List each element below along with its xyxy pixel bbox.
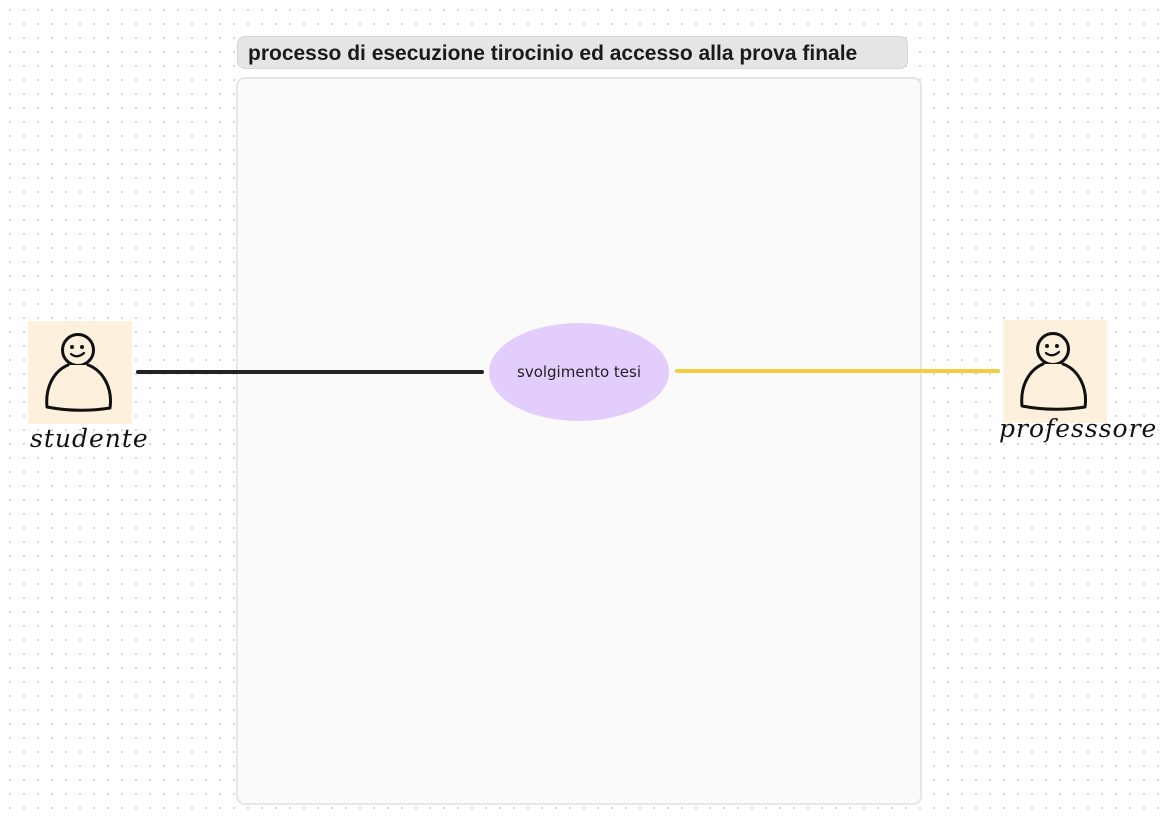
- usecase-ellipse[interactable]: svolgimento tesi: [489, 323, 669, 421]
- frame-container[interactable]: [236, 77, 922, 805]
- usecase-label: svolgimento tesi: [517, 363, 641, 381]
- professor-actor-card[interactable]: [1003, 320, 1107, 423]
- person-icon: [45, 333, 112, 412]
- frame-title[interactable]: processo di esecuzione tirocinio ed acce…: [237, 36, 908, 69]
- student-actor-card[interactable]: [28, 321, 132, 424]
- professor-label: professsore: [999, 414, 1158, 443]
- student-label: studente: [30, 424, 149, 453]
- person-icon: [1020, 332, 1087, 411]
